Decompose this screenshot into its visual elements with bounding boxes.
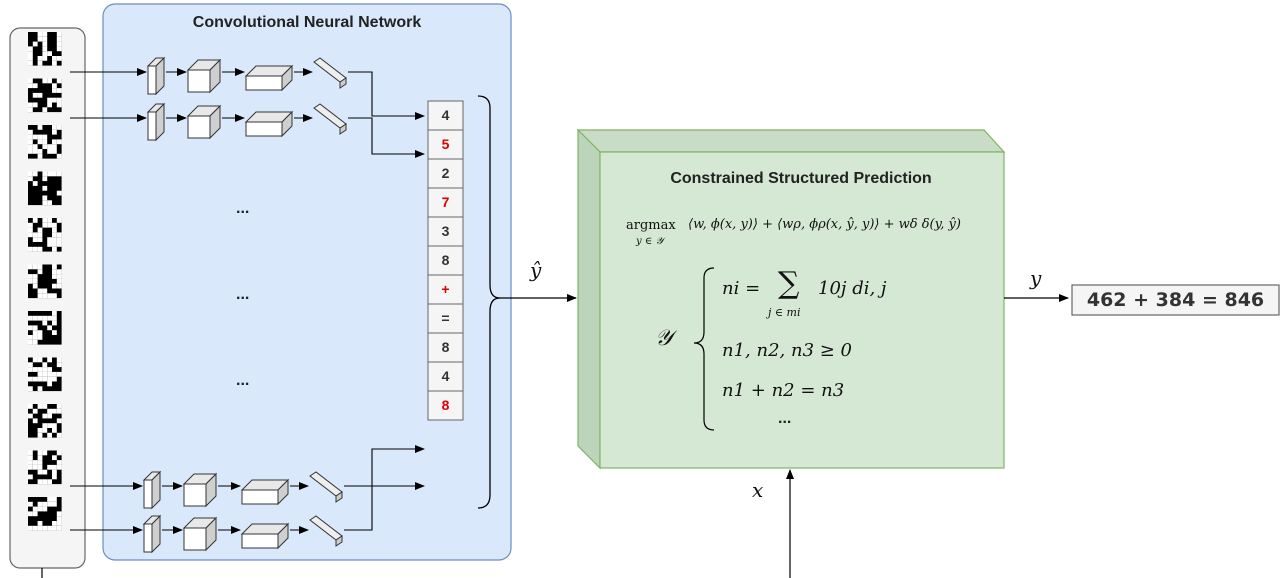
argmax-operator: argmax [626, 218, 676, 233]
digit-image [28, 450, 62, 485]
output-equation: 462 + 384 = 846 [1086, 289, 1265, 311]
sequence-cell-label: 8 [441, 339, 450, 355]
sequence-cell [427, 361, 464, 392]
csp-box-front [599, 151, 1005, 469]
cnn-ellipsis: ... [236, 372, 250, 389]
cnn-pipelines [70, 56, 425, 554]
y-hat-label: ŷ [530, 258, 542, 282]
sequence-cell-label: = [441, 310, 450, 326]
constraint-nonnegative: n1, n2, n3 ≥ 0 [722, 340, 852, 361]
sum-subscript: j ∈ mi [768, 306, 801, 319]
digit-image [28, 497, 62, 531]
cnn-title: Convolutional Neural Network [192, 14, 422, 31]
digit-image [28, 264, 62, 299]
csp-title: Constrained Structured Prediction [670, 170, 932, 187]
cnn-ellipsis: ... [236, 200, 250, 217]
sequence-column [427, 100, 464, 421]
y-label: y [1030, 266, 1042, 290]
csp-box-side [577, 128, 601, 470]
sequence-cell-label: 3 [441, 223, 450, 239]
argmax-subscript: y ∈ 𝒴 [636, 236, 664, 247]
constraint-ellipsis: ... [778, 410, 792, 427]
sum-symbol: ∑ [778, 266, 800, 301]
cnn-pipeline [70, 102, 425, 158]
sequence-cell [427, 245, 464, 276]
digit-image [28, 78, 62, 113]
constraint-addition: n1 + n2 = n3 [722, 380, 845, 401]
digit-images [28, 32, 62, 531]
digit-image [28, 171, 62, 206]
x-label: x [752, 478, 764, 502]
output-box [1071, 284, 1280, 316]
cnn-panel [102, 3, 512, 561]
cnn-ellipsis: ... [236, 286, 250, 303]
sequence-cell [427, 332, 464, 363]
cnn-pipeline [70, 482, 425, 554]
constraint-sum-rhs: 10j di, j [818, 278, 887, 299]
digit-image [28, 404, 62, 438]
sequence-cell-label: + [441, 281, 450, 297]
feasible-set-symbol: 𝒴 [655, 326, 673, 351]
sequence-cell-label: 8 [441, 252, 450, 268]
sequence-cell [427, 216, 464, 247]
constraint-sum-lhs: ni = [722, 278, 761, 299]
sequence-cell-label: 8 [441, 397, 450, 413]
sequence-cell [427, 129, 464, 160]
csp-box-top [576, 129, 1006, 153]
objective-function: ⟨w, ϕ(x, y)⟩ + ⟨wρ, ϕρ(x, ŷ, y)⟩ + wδ δ(… [688, 217, 961, 232]
sequence-cell-label: 5 [441, 136, 450, 152]
digit-image [28, 357, 62, 392]
sequence-cell-label: 7 [441, 194, 450, 210]
constraint-brace [693, 267, 715, 431]
sequence-cell [427, 390, 464, 421]
digit-image [28, 125, 62, 159]
sequence-cell [427, 274, 464, 305]
cnn-pipeline [70, 56, 425, 120]
digit-image [28, 32, 62, 66]
cnn-pipeline [70, 445, 425, 510]
sequence-cell-label: 2 [441, 165, 450, 181]
digit-image [28, 218, 62, 252]
digit-image [28, 311, 62, 345]
sequence-cell-label: 4 [441, 107, 450, 123]
sequence-cell-label: 4 [441, 368, 450, 384]
